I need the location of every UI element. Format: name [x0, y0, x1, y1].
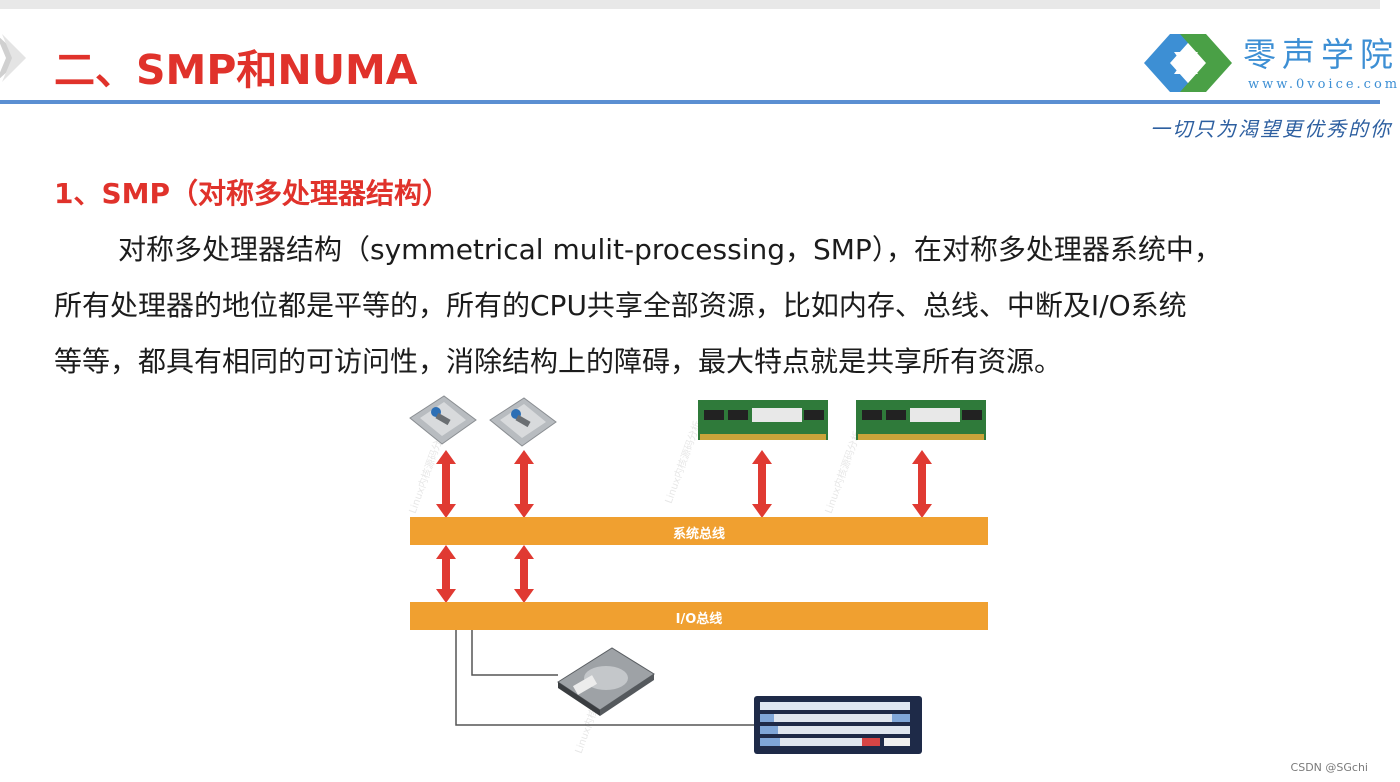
- system-bus: 系统总线: [410, 517, 988, 545]
- paragraph-line: 所有处理器的地位都是平等的，所有的CPU共享全部资源，比如内存、总线、中断及I/…: [54, 289, 1187, 322]
- keyboard-icon: [754, 696, 922, 754]
- ram-module-icon: [698, 400, 828, 440]
- title-decoration-icon: [0, 34, 26, 82]
- paragraph-line: 对称多处理器结构（symmetrical mulit-processing，SM…: [118, 233, 1222, 266]
- slide-title: 二、SMP和NUMA: [54, 46, 418, 94]
- bridge-arrows: [436, 545, 534, 603]
- cpu-chip-icon: [409, 395, 477, 445]
- hard-disk-icon: [557, 647, 655, 716]
- device-connectors: [455, 630, 756, 726]
- logo-name: 零声学院: [1243, 35, 1399, 74]
- logo-slogan: 一切只为渴望更优秀的你: [1150, 117, 1392, 141]
- paragraph-line: 等等，都具有相同的可访问性，消除结构上的障碍，最大特点就是共享所有资源。: [54, 345, 1063, 378]
- credit-watermark: CSDN @SGchi: [1290, 761, 1368, 774]
- bus-arrows: [436, 450, 932, 518]
- logo-icon: [1144, 34, 1232, 92]
- io-bus-label: I/O总线: [675, 612, 723, 627]
- section-title: 1、SMP（对称多处理器结构）: [54, 177, 451, 210]
- header-rule: [0, 100, 1380, 104]
- cpu-chip-icon: [489, 397, 557, 447]
- io-bus: I/O总线: [410, 602, 988, 630]
- top-strip: [0, 0, 1380, 9]
- system-bus-label: 系统总线: [672, 527, 725, 542]
- logo-url: www.0voice.com: [1248, 77, 1400, 92]
- smp-diagram: Linux内核源码分析 Linux内核源码分析 Linux内核源码分析 Linu…: [400, 390, 1000, 760]
- ram-module-icon: [856, 400, 986, 440]
